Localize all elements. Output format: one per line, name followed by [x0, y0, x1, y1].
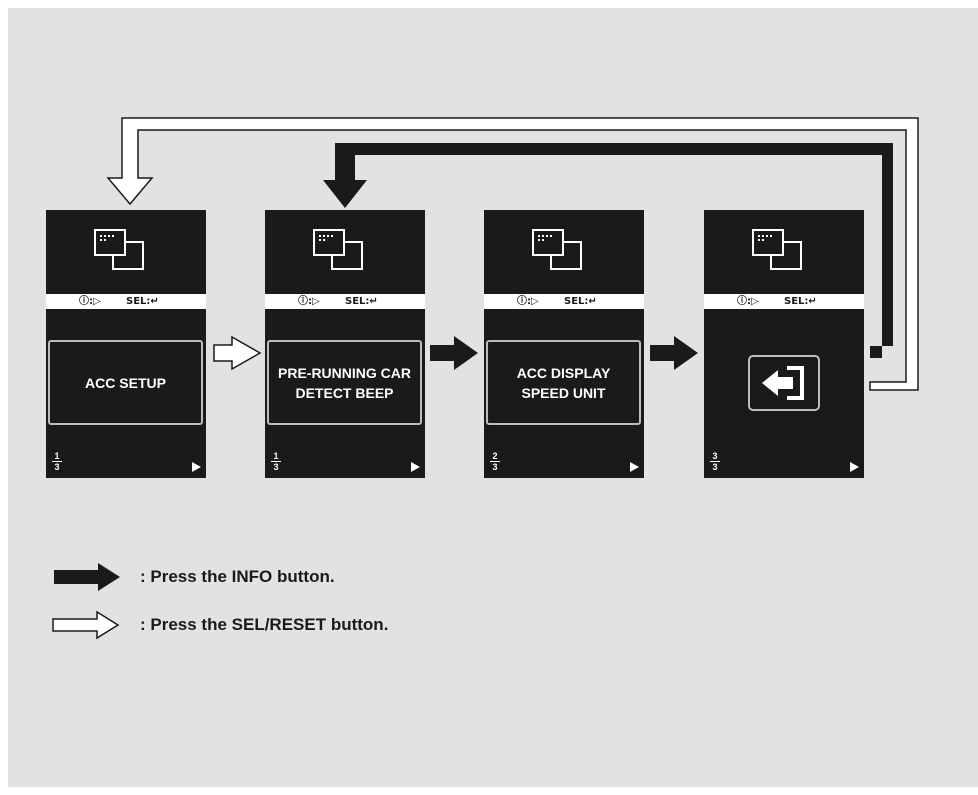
menu-item-label: ACC DISPLAY SPEED UNIT	[486, 340, 641, 425]
button-hint-bar: ⓘ:▷ SEL:↵	[46, 294, 206, 309]
info-hint: ⓘ:▷	[737, 296, 759, 307]
display-screen-1: ⓘ:▷ SEL:↵ 1 3 ACC SETUP	[46, 210, 206, 478]
next-triangle-icon	[411, 462, 420, 472]
info-arrow-2-3	[430, 336, 478, 370]
page-current: 2	[492, 451, 498, 461]
legend-info-text: : Press the INFO button.	[140, 567, 335, 586]
sel-hint: SEL:↵	[564, 296, 597, 307]
button-hint-bar: ⓘ:▷ SEL:↵	[484, 294, 644, 309]
page-total: 3	[273, 462, 279, 472]
button-hint-bar: ⓘ:▷ SEL:↵	[704, 294, 864, 309]
page-indicator: 1 3	[271, 452, 281, 472]
sel-loop-arrow	[106, 117, 919, 391]
legend-sel-text: : Press the SEL/RESET button.	[140, 615, 389, 634]
page-indicator: 3 3	[710, 452, 720, 472]
back-return-icon	[748, 355, 820, 411]
messages-icon	[532, 229, 582, 270]
page-current: 1	[273, 451, 279, 461]
menu-item-label: ACC SETUP	[48, 340, 203, 425]
hollow-arrow-icon	[52, 610, 120, 640]
info-hint: ⓘ:▷	[298, 296, 320, 307]
page-indicator: 2 3	[490, 452, 500, 472]
messages-icon	[752, 229, 802, 270]
info-hint: ⓘ:▷	[517, 296, 539, 307]
next-triangle-icon	[630, 462, 639, 472]
sel-hint: SEL:↵	[784, 296, 817, 307]
page-indicator: 1 3	[52, 452, 62, 472]
menu-item-label: PRE-RUNNING CAR DETECT BEEP	[267, 340, 422, 425]
sel-arrow-1-2	[213, 335, 262, 371]
sel-hint: SEL:↵	[345, 296, 378, 307]
next-triangle-icon	[850, 462, 859, 472]
page-current: 3	[712, 451, 718, 461]
button-hint-bar: ⓘ:▷ SEL:↵	[265, 294, 425, 309]
messages-icon	[94, 229, 144, 270]
sel-hint: SEL:↵	[126, 296, 159, 307]
info-hint: ⓘ:▷	[79, 296, 101, 307]
page-total: 3	[54, 462, 60, 472]
info-arrow-3-4	[650, 336, 698, 370]
display-screen-2: ⓘ:▷ SEL:↵ 1 3 PRE-RUNNING CAR DETECT BEE…	[265, 210, 425, 478]
solid-arrow-icon	[54, 563, 120, 591]
page-total: 3	[492, 462, 498, 472]
next-triangle-icon	[192, 462, 201, 472]
display-screen-3: ⓘ:▷ SEL:↵ 2 3 ACC DISPLAY SPEED UNIT	[484, 210, 644, 478]
page-current: 1	[54, 451, 60, 461]
page-total: 3	[712, 462, 718, 472]
display-screen-4: ⓘ:▷ SEL:↵ 3 3	[704, 210, 864, 478]
messages-icon	[313, 229, 363, 270]
